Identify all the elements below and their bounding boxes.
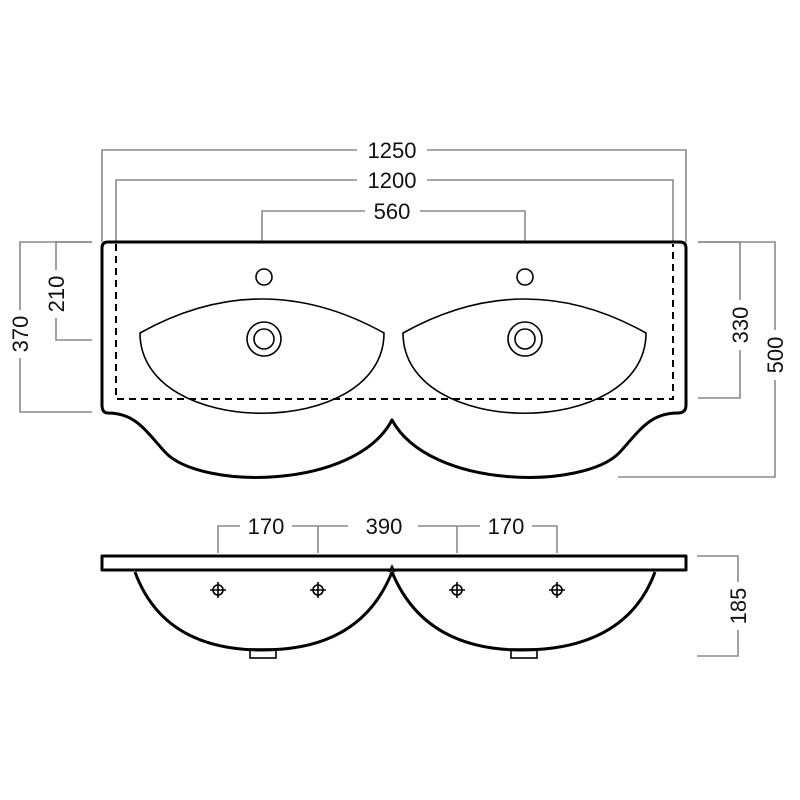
fixing-point-2: [310, 582, 326, 598]
right-tap-hole: [516, 268, 534, 286]
top-view: 1250 1200 560 370 210 330: [8, 138, 788, 479]
dim-overall-width: 1250: [101, 138, 687, 242]
dim-right-depth-inner: 330: [698, 241, 753, 399]
dim-right-depth-total-label: 500: [763, 337, 788, 374]
dim-inner-width: 1200: [115, 168, 674, 242]
dim-left-depth-total-label: 370: [8, 316, 33, 353]
dim-left-depth-tap-label: 210: [44, 276, 69, 313]
fixing-point-4: [549, 582, 565, 598]
left-basin-bowl: [139, 298, 385, 415]
dim-fixing-chain: 170 390 170: [217, 514, 558, 553]
dim-right-depth-total: 500: [618, 241, 788, 478]
dim-overall-width-label: 1250: [368, 138, 417, 163]
front-left-bowl: [133, 571, 394, 652]
front-center-joint: [388, 564, 396, 573]
fixing-point-3: [449, 582, 465, 598]
dim-right-offset-label: 170: [488, 514, 525, 539]
dim-inner-width-label: 1200: [368, 168, 417, 193]
dim-height-label: 185: [726, 588, 751, 625]
front-right-bowl: [390, 571, 657, 652]
dim-center-spacing-label: 390: [366, 514, 403, 539]
dim-left-depth-total: 370: [8, 241, 92, 413]
countertop-outline: [100, 240, 688, 479]
right-basin-bowl: [402, 298, 647, 415]
dim-left-depth-tap: 210: [44, 241, 92, 341]
front-countertop-slab: [100, 554, 688, 572]
front-left-waste: [249, 648, 277, 659]
dim-tap-spacing: 560: [261, 199, 526, 242]
hidden-edge-dashed: [115, 244, 674, 400]
fixing-point-1: [210, 582, 226, 598]
left-drain: [246, 321, 282, 357]
dim-left-offset-label: 170: [248, 514, 285, 539]
dim-height: 185: [697, 555, 751, 657]
right-drain: [507, 321, 543, 357]
dim-tap-spacing-label: 560: [374, 199, 411, 224]
dim-right-depth-inner-label: 330: [728, 307, 753, 344]
front-right-waste: [510, 648, 538, 659]
left-tap-hole: [255, 268, 273, 286]
front-view: 170 390 170 185: [100, 514, 751, 659]
